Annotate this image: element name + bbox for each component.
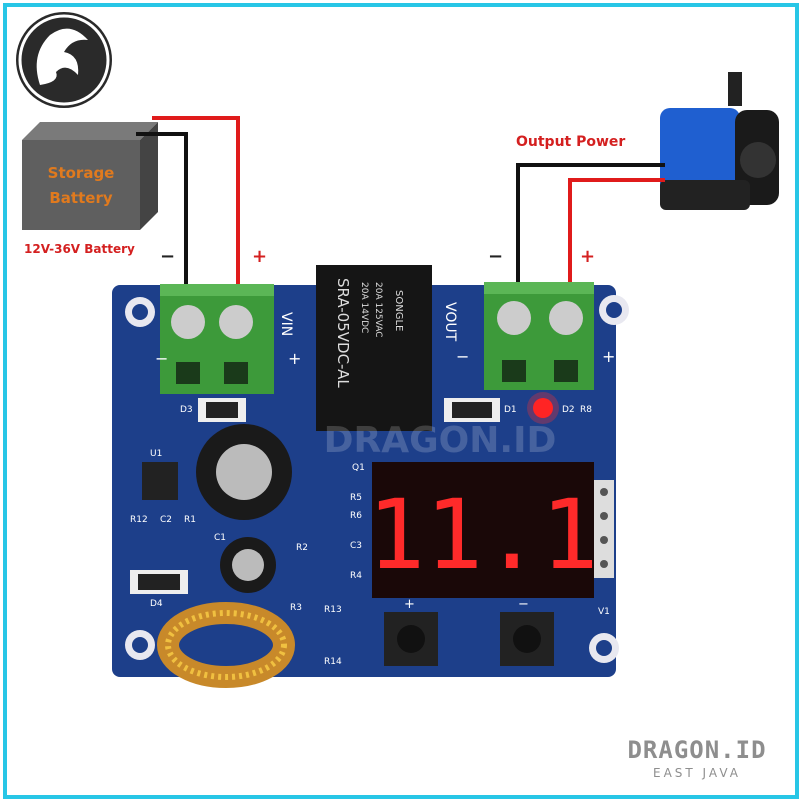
- negative-output-wire: [516, 163, 665, 300]
- led-display: 11.1: [367, 462, 599, 598]
- label-r6: R6: [350, 511, 362, 521]
- label-r12: R12: [130, 515, 148, 525]
- vin-label: VIN: [278, 312, 294, 336]
- watermark: DRAGON.ID: [324, 420, 557, 461]
- pcb-board: VIN + − SRA-05VDC-AL 20A 14VDC 20A 125VA…: [112, 265, 629, 688]
- output-pos-label: +: [580, 246, 595, 267]
- brand-name: DRAGON.ID: [627, 736, 767, 764]
- label-r14: R14: [324, 657, 342, 667]
- battery-neg-label: −: [160, 246, 175, 267]
- label-r8: R8: [580, 405, 592, 415]
- label-r2: R2: [296, 543, 308, 553]
- output-power-label: Output Power: [516, 134, 625, 150]
- label-d2: D2: [562, 405, 575, 415]
- input-terminal-block: [160, 284, 274, 394]
- vin-minus-label: −: [155, 349, 168, 368]
- brand-mark: DRAGON.ID EAST JAVA: [612, 736, 782, 780]
- negative-input-wire: [136, 132, 188, 300]
- label-r1: R1: [184, 515, 196, 525]
- positive-input-wire: [152, 116, 240, 300]
- vin-plus-label: +: [288, 349, 301, 368]
- relay-brand: SONGLE: [393, 290, 404, 331]
- label-r13: R13: [324, 605, 342, 615]
- display-value: 11.1: [367, 479, 598, 591]
- battery-pos-label: +: [252, 246, 267, 267]
- brand-region: EAST JAVA: [653, 766, 741, 780]
- water-pump: [660, 72, 779, 210]
- plus-button-label: +: [404, 597, 415, 612]
- battery-title-line2: Battery: [49, 189, 112, 207]
- label-r5: R5: [350, 493, 362, 503]
- dragon-logo-icon: [16, 12, 112, 108]
- label-c2: C2: [160, 515, 172, 525]
- storage-battery: Storage Battery: [22, 122, 158, 230]
- battery-voltage-label: 12V-36V Battery: [24, 242, 135, 256]
- positive-output-wire: [568, 178, 665, 300]
- output-terminal-block: [484, 282, 594, 390]
- relay-rating-1: 20A 14VDC: [359, 282, 369, 333]
- label-d1: D1: [504, 405, 517, 415]
- label-v1: V1: [598, 607, 610, 617]
- relay: SRA-05VDC-AL 20A 14VDC 20A 125VAC SONGLE: [316, 265, 432, 431]
- relay-model: SRA-05VDC-AL: [334, 278, 352, 388]
- battery-title-line1: Storage: [48, 164, 115, 182]
- label-q1: Q1: [352, 463, 365, 473]
- output-neg-label: −: [488, 246, 503, 267]
- minus-button-label: −: [518, 597, 529, 612]
- status-led: [533, 398, 553, 418]
- image-frame: [3, 3, 799, 799]
- vout-plus-label: +: [602, 347, 615, 366]
- toroid-inductor: [157, 602, 295, 688]
- label-r3: R3: [290, 603, 302, 613]
- vout-minus-label: −: [456, 347, 469, 366]
- label-d3: D3: [180, 405, 193, 415]
- label-d4: D4: [150, 599, 163, 609]
- label-u1: U1: [150, 449, 162, 459]
- label-c1: C1: [214, 533, 226, 543]
- relay-rating-2: 20A 125VAC: [373, 282, 383, 338]
- label-r4: R4: [350, 571, 362, 581]
- vout-label: VOUT: [442, 302, 458, 342]
- label-c3: C3: [350, 541, 362, 551]
